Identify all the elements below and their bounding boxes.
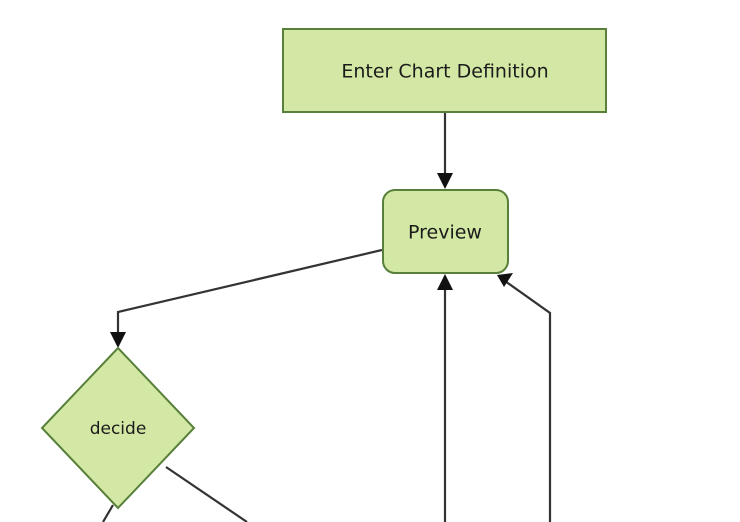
node-enter-chart-definition[interactable]: Enter Chart Definition xyxy=(282,28,607,113)
decide-diamond xyxy=(40,346,196,510)
edge-offscreen-center-to-preview[interactable] xyxy=(437,274,453,522)
preview-label: Preview xyxy=(408,222,482,244)
edge-offscreen-right-to-preview-line xyxy=(504,280,552,522)
enter-chart-definition-label: Enter Chart Definition xyxy=(341,61,548,83)
edge-enter-to-preview-arrowhead xyxy=(437,173,453,189)
node-preview[interactable]: Preview xyxy=(382,189,509,274)
edge-preview-to-decide[interactable] xyxy=(110,248,383,348)
edge-preview-to-decide-arrowhead xyxy=(110,332,126,348)
decide-label: decide xyxy=(90,419,147,439)
edge-offscreen-center-to-preview-arrowhead xyxy=(437,274,453,290)
edge-enter-to-preview[interactable] xyxy=(437,113,453,189)
edge-decide-out-right-line xyxy=(165,466,248,522)
edge-decide-out-right[interactable] xyxy=(165,466,248,522)
edge-preview-to-decide-line xyxy=(116,248,383,339)
edge-offscreen-right-to-preview[interactable] xyxy=(497,273,552,522)
node-layer: Enter Chart Definition Preview decide xyxy=(40,28,607,510)
node-decide[interactable]: decide xyxy=(40,346,196,510)
edge-decide-out-left[interactable] xyxy=(102,504,114,522)
edge-layer xyxy=(102,113,552,522)
edge-offscreen-right-to-preview-arrowhead xyxy=(497,273,513,287)
preview-rect xyxy=(382,189,509,274)
edge-decide-out-left-line xyxy=(102,504,114,522)
enter-chart-definition-rect xyxy=(282,28,607,113)
